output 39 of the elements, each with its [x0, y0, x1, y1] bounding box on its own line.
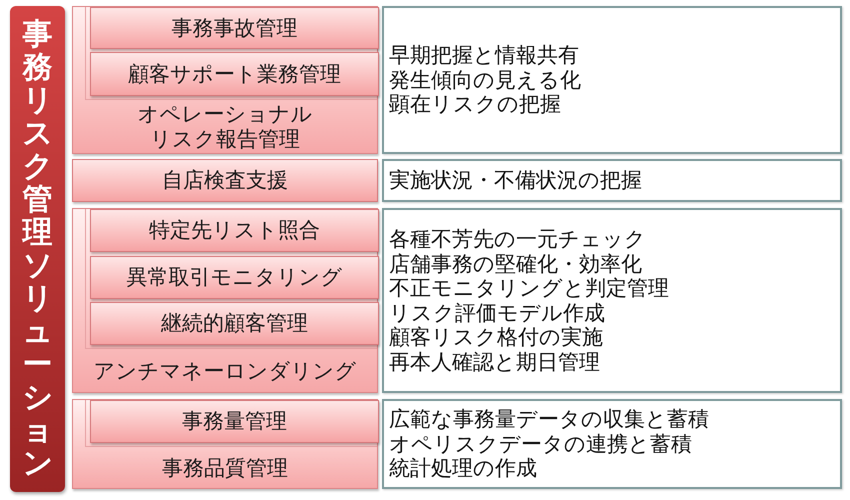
- description-text: 発生傾向の見える化: [389, 68, 581, 92]
- module-box: [90, 400, 379, 443]
- description-panel: [382, 208, 842, 393]
- description-text: 顕在リスクの把握: [389, 92, 561, 117]
- module-label: 事務事故管理: [172, 16, 298, 40]
- description-text: 不正モニタリングと判定管理: [389, 276, 669, 300]
- description-text: 早期把握と情報共有: [389, 43, 579, 68]
- description-text: 実施状況・不備状況の把握: [389, 168, 642, 193]
- module-label: 顧客サポート業務管理: [128, 62, 341, 86]
- module-label: 事務量管理: [182, 409, 287, 434]
- module-label: 異常取引モニタリング: [126, 265, 342, 290]
- module-label: 特定先リスト照合: [149, 218, 320, 243]
- group-label: アンチマネーロンダリング: [94, 358, 356, 384]
- module-box: [90, 52, 379, 96]
- description-panel: [382, 159, 842, 202]
- module-box: [90, 7, 379, 49]
- description-text: オペリスクデータの連携と蓄積: [389, 432, 692, 456]
- module-group-panel: [72, 6, 378, 154]
- description-panel: [382, 399, 842, 489]
- description-text: 各種不芳先の一元チェック: [389, 227, 646, 252]
- description-text: 統計処理の作成: [389, 456, 537, 481]
- description-text: 広範な事務量データの収集と蓄積: [389, 407, 709, 432]
- description-panel: [382, 6, 842, 154]
- title-banner: [10, 6, 65, 492]
- module-box: [90, 209, 379, 252]
- module-box: [72, 159, 378, 202]
- module-box: [90, 256, 379, 299]
- description-text: 店舗事務の堅確化・効率化: [389, 252, 642, 276]
- group-label: オペレーショナルリスク報告管理: [136, 102, 314, 152]
- module-label: 継続的顧客管理: [161, 311, 308, 336]
- module-group-panel: [72, 208, 378, 393]
- description-text: 再本人確認と期日管理: [389, 350, 600, 374]
- description-text: リスク評価モデル作成: [389, 300, 605, 325]
- module-box: [90, 302, 379, 345]
- module-group-panel: [72, 399, 378, 489]
- group-label: 事務品質管理: [162, 456, 288, 480]
- title-text: 事務リスク管理ソリューション: [22, 18, 52, 480]
- description-text: 顧客リスク格付の実施: [389, 325, 603, 350]
- module-label: 自店検査支援: [162, 168, 288, 193]
